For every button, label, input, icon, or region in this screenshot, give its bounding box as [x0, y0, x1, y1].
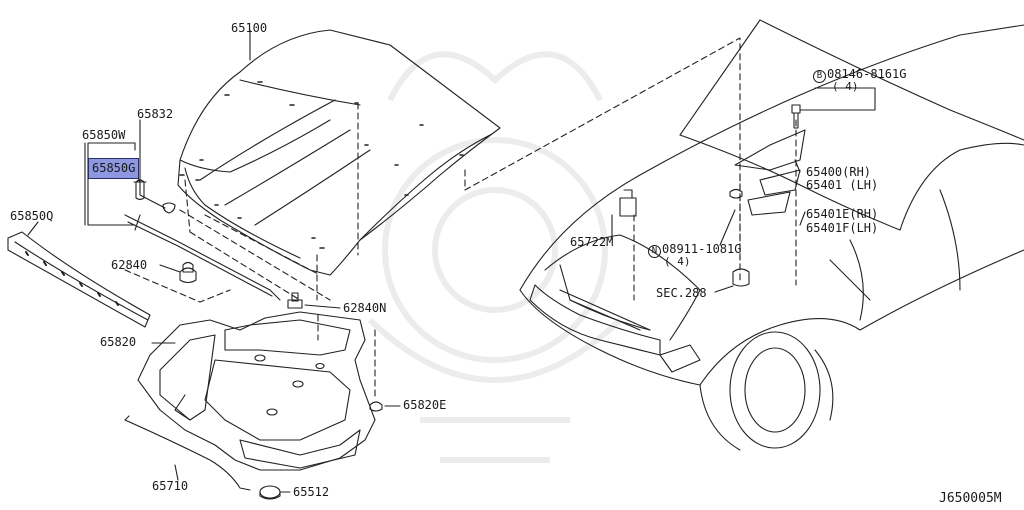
label-65722m: 65722M: [570, 235, 614, 249]
circle-n-icon: N: [648, 245, 661, 258]
hood-seal-strip: [7, 231, 151, 328]
label-65820: 65820: [100, 335, 137, 349]
label-bolt-qty: ( 4): [832, 80, 859, 93]
label-62840: 62840: [111, 258, 148, 272]
label-hinge2-rh: 65401E(RH): [806, 207, 879, 221]
label-65710: 65710: [152, 479, 189, 493]
label-62840n: 62840N: [343, 301, 387, 315]
nut-part-number: 08911-1081G: [662, 242, 742, 256]
label-hinge-rh: 65400(RH): [806, 165, 872, 179]
label-hinge2-lh: 65401F(LH): [806, 221, 879, 235]
label-65850w: 65850W: [82, 128, 126, 142]
label-65850g-highlighted[interactable]: 65850G: [87, 158, 140, 179]
hood-insulator: [137, 311, 376, 471]
diagram-id: J650005M: [939, 491, 1002, 506]
label-65832: 65832: [137, 107, 174, 121]
hood-panel: [177, 29, 501, 276]
label-65850q: 65850Q: [10, 209, 54, 223]
label-65820e: 65820E: [403, 398, 447, 412]
label-65100: 65100: [231, 21, 268, 35]
assembly-dash-lines: [124, 37, 797, 401]
label-hinge-lh: 65401 (LH): [806, 178, 879, 192]
watermark-emblem: [367, 51, 623, 463]
label-sec288: SEC.288: [656, 286, 707, 300]
label-nut-qty: ( 4): [664, 255, 691, 268]
bolt-part-number: 08146-8161G: [827, 67, 907, 81]
circle-b-icon: B: [813, 70, 826, 83]
label-65512: 65512: [293, 485, 330, 499]
